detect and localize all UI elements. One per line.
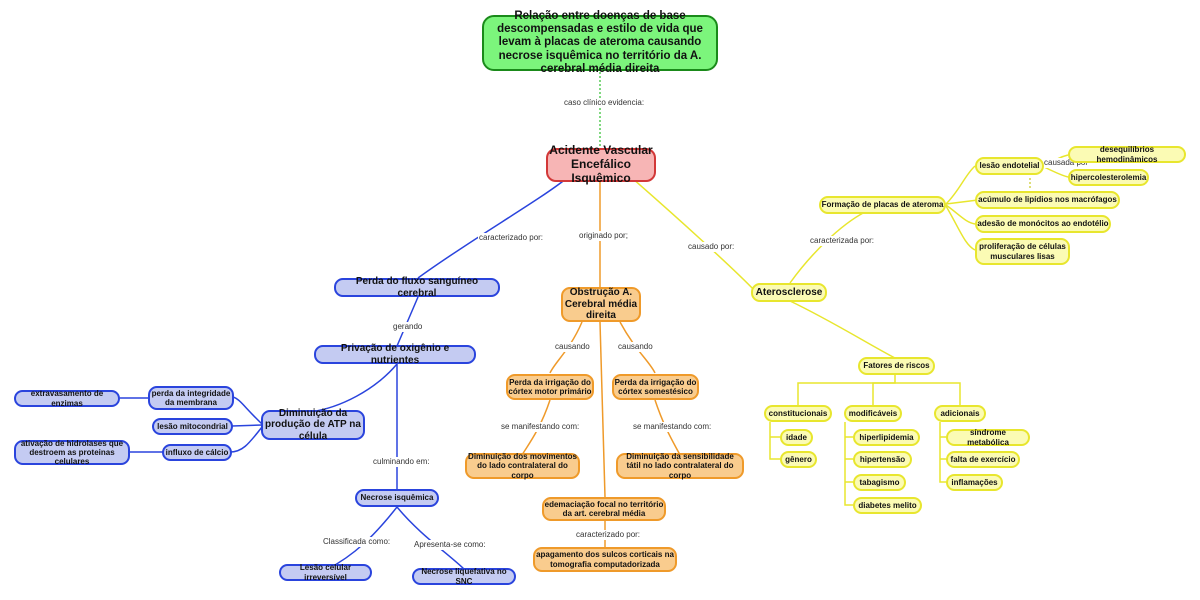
link-causando-2: causando bbox=[617, 342, 654, 352]
extravasamento-node[interactable]: extravasamento de enzimas bbox=[14, 389, 120, 408]
hiperlipidemia-node[interactable]: hiperlipidemia bbox=[853, 429, 920, 446]
genero-node[interactable]: gênero bbox=[780, 451, 817, 468]
link-caso-clinico: caso clínico evidencia: bbox=[563, 98, 646, 108]
perda-somestesico-node[interactable]: Perda da irrigação do córtex somestésico bbox=[612, 374, 699, 400]
link-gerando: gerando bbox=[392, 322, 424, 332]
perda-integridade-node[interactable]: perda da integridade da membrana bbox=[148, 386, 234, 410]
lesao-endotelial-node[interactable]: lesão endotelial bbox=[975, 157, 1044, 175]
link-caracterizado-por: caracterizado por: bbox=[478, 233, 545, 243]
proliferacao-node[interactable]: proliferação de células musculares lisas bbox=[975, 238, 1070, 265]
fatores-riscos-node[interactable]: Fatores de riscos bbox=[858, 357, 935, 375]
orange-connectors bbox=[521, 182, 681, 547]
lesao-irreversivel-node[interactable]: Lesão celular irreversível bbox=[279, 563, 372, 582]
inflamacoes-node[interactable]: inflamações bbox=[946, 474, 1003, 491]
perda-fluxo-node[interactable]: Perda do fluxo sanguíneo cerebral bbox=[334, 276, 500, 299]
link-classificada-como: Classificada como: bbox=[322, 537, 392, 547]
link-culminando-em: culminando em: bbox=[372, 457, 431, 467]
hipertensao-node[interactable]: hipertensão bbox=[853, 451, 912, 468]
perda-motor-node[interactable]: Perda da irrigação do córtex motor primá… bbox=[506, 374, 594, 400]
diabetes-node[interactable]: diabetes melito bbox=[853, 497, 922, 514]
privacao-node[interactable]: Privação de oxigênio e nutrientes bbox=[314, 343, 476, 366]
adesao-monocitos-node[interactable]: adesão de monócitos ao endotélio bbox=[975, 215, 1111, 233]
idade-node[interactable]: idade bbox=[780, 429, 813, 446]
desequilibrios-node[interactable]: desequilíbrios hemodinâmicos bbox=[1068, 145, 1186, 164]
influxo-calcio-node[interactable]: influxo de cálcio bbox=[162, 444, 232, 461]
constitucionais-node[interactable]: constitucionais bbox=[764, 405, 832, 422]
edemaciacao-node[interactable]: edemaciação focal no território da art. … bbox=[542, 497, 666, 521]
link-se-manifestando-1: se manifestando com: bbox=[500, 422, 581, 432]
link-se-manifestando-2: se manifestando com: bbox=[632, 422, 713, 432]
modificaveis-node[interactable]: modificáveis bbox=[844, 405, 902, 422]
acumulo-lipidios-node[interactable]: acúmulo de lipídios nos macrófagos bbox=[975, 191, 1120, 209]
link-causada-por: causada por bbox=[1043, 158, 1090, 168]
link-caracterizada-por: caracterizada por: bbox=[809, 236, 876, 246]
tabagismo-node[interactable]: tabagismo bbox=[853, 474, 906, 491]
adicionais-node[interactable]: adicionais bbox=[934, 405, 986, 422]
hipercolesterolemia-node[interactable]: hipercolesterolemia bbox=[1068, 169, 1149, 186]
falta-exercicio-node[interactable]: falta de exercício bbox=[946, 451, 1020, 468]
aterosclerose-node[interactable]: Aterosclerose bbox=[751, 283, 827, 302]
apagamento-node[interactable]: apagamento dos sulcos corticais na tomog… bbox=[533, 547, 677, 572]
avc-node[interactable]: Acidente Vascular Encefálico Isquêmico bbox=[546, 143, 656, 185]
link-originado-por: originado por; bbox=[578, 231, 629, 241]
main-title-node[interactable]: Relação entre doenças de base descompens… bbox=[482, 10, 718, 75]
link-causando-1: causando bbox=[554, 342, 591, 352]
sindrome-metabolica-node[interactable]: síndrome metabólica bbox=[946, 428, 1030, 447]
lesao-mitocondrial-node[interactable]: lesão mitocondrial bbox=[152, 418, 233, 435]
diminuicao-atp-node[interactable]: Diminuição da produção de ATP na célula bbox=[261, 408, 365, 442]
formacao-placas-node[interactable]: Formação de placas de ateroma bbox=[819, 196, 946, 214]
link-apresenta-se-como: Apresenta-se como: bbox=[413, 540, 487, 550]
obstrucao-node[interactable]: Obstrução A. Cerebral média direita bbox=[561, 287, 641, 322]
link-caracterizado-por-2: caracterizado por: bbox=[575, 530, 642, 540]
necrose-isquemica-node[interactable]: Necrose isquêmica bbox=[355, 489, 439, 507]
ativacao-hidrolases-node[interactable]: ativação de hidrolases que destroem as p… bbox=[14, 439, 130, 466]
dim-movimentos-node[interactable]: Diminuição dos movimentos do lado contra… bbox=[465, 452, 580, 480]
necrose-liquefativa-node[interactable]: Necrose liquefativa no SNC bbox=[412, 567, 516, 586]
dim-sensibilidade-node[interactable]: Diminuição da sensibilidade tátil no lad… bbox=[616, 452, 744, 480]
link-causado-por: causado por: bbox=[687, 242, 736, 252]
